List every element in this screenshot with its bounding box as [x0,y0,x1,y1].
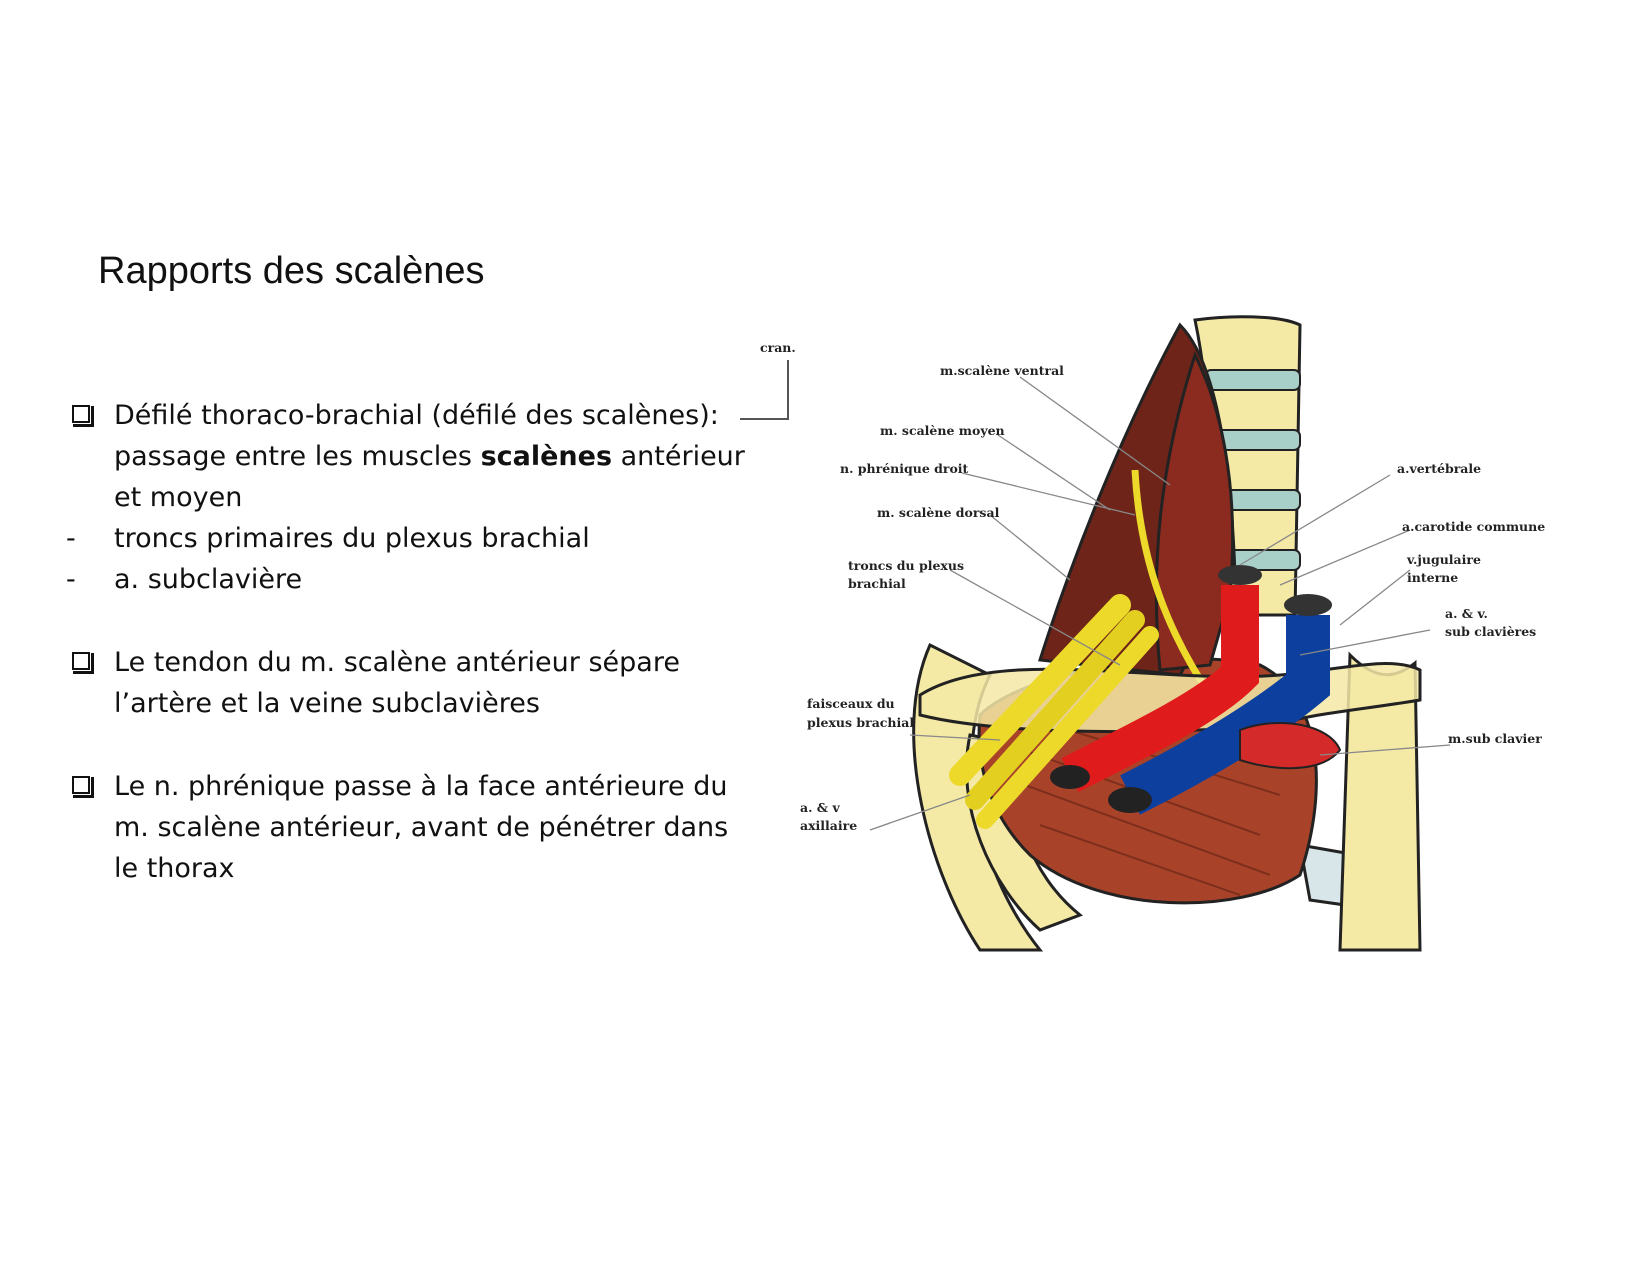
bullet-text: Le n. phrénique passe à la face antérieu… [114,771,728,802]
label-subclav-2: sub clavières [1445,624,1536,639]
leader-lines [869,376,1451,831]
subclavius-muscle [1239,722,1342,770]
label-jugulaire-2: interne [1407,570,1458,585]
dash-text: troncs primaires du plexus brachial [114,523,590,554]
bullet-text: passage entre les muscles scalènes antér… [114,436,762,477]
checkbox-icon [72,652,94,674]
label-carotide: a.carotide commune [1402,519,1545,534]
label-cran: cran. [760,340,796,355]
anatomy-diagram: cran. t. [740,315,1545,952]
label-scalene-dorsal: m. scalène dorsal [877,505,1000,520]
label-axillaire-2: axillaire [800,818,857,833]
label-faisceaux-2: plexus brachial [807,715,914,730]
slide-title: Rapports des scalènes [98,250,485,292]
label-scalene-moyen: m. scalène moyen [880,423,1005,438]
label-faisceaux-1: faisceaux du [807,696,895,711]
label-axillaire-1: a. & v [800,800,840,815]
label-subclavier: m.sub clavier [1448,731,1542,746]
label-troncs-2: brachial [848,576,906,591]
label-jugulaire-1: v.jugulaire [1406,552,1481,567]
label-vertebrale: a.vertébrale [1397,461,1481,476]
phrenic-nerve [1131,469,1213,697]
vessels [1050,565,1332,815]
diagram-labels: m.scalène ventral m. scalène moyen n. ph… [800,363,1545,833]
dash-marker: - [66,564,76,595]
bullet-text: Le tendon du m. scalène antérieur sépare [114,647,680,678]
bullet-text-part: antérieur [612,441,745,472]
label-scalene-ventral: m.scalène ventral [940,363,1064,378]
bullet-text-bold: scalènes [480,441,613,472]
label-subclav-1: a. & v. [1445,606,1488,621]
checkbox-icon [72,405,94,427]
brachial-plexus [949,594,1159,829]
bullet-text: l’artère et la veine subclavières [114,688,540,719]
label-troncs-1: troncs du plexus [848,558,964,573]
bullet-text: m. scalène antérieur, avant de pénétrer … [114,812,729,843]
bullet-text: et moyen [114,482,243,513]
bullet-list: Défilé thoraco-brachial (défilé des scal… [62,395,762,889]
checkbox-icon [72,776,94,798]
bullet-item: Le tendon du m. scalène antérieur sépare… [62,642,762,724]
label-phrenique: n. phrénique droit [840,461,969,476]
dash-item: - a. subclavière [62,559,762,600]
bullet-item: Défilé thoraco-brachial (défilé des scal… [62,395,762,518]
bullet-text: le thorax [114,853,235,884]
dash-marker: - [66,523,76,554]
dash-text: a. subclavière [114,564,303,595]
bullet-text: Défilé thoraco-brachial (défilé des scal… [114,400,719,431]
dash-item: - troncs primaires du plexus brachial [62,518,762,559]
bullet-item: Le n. phrénique passe à la face antérieu… [62,766,762,889]
orientation-marker: cran. t. [740,340,796,420]
bullet-text-part: passage entre les muscles [114,441,481,472]
